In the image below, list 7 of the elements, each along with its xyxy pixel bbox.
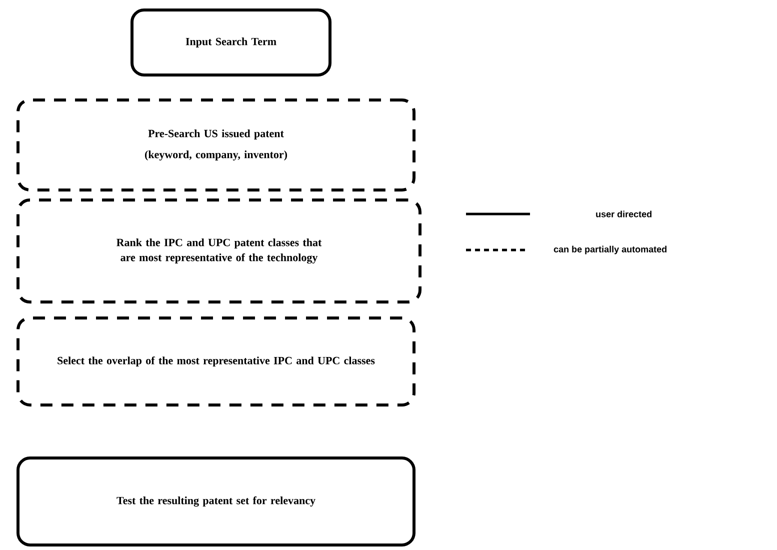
legend-text: can be partially automated (554, 246, 666, 254)
process-box: Pre-Search US issued patent (keyword, company, inventor) (16, 98, 416, 192)
process-box: Select the overlap of the most representative IPC and UPC classes (16, 316, 416, 406)
process-box: Test the resulting patent set for relevancy (16, 456, 416, 546)
process-box: Input Search Term (130, 8, 332, 76)
process-box: Rank the IPC and UPC patent classes that are most representative of the technology (16, 198, 422, 304)
legend-text: user directed (596, 210, 652, 218)
